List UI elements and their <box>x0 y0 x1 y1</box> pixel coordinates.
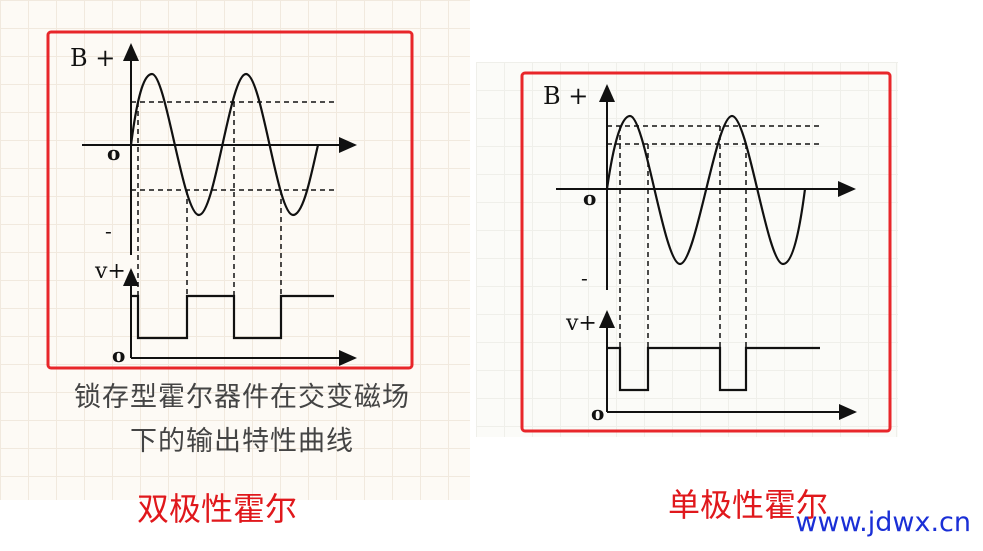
right-origin2-label: o <box>591 401 604 425</box>
right-minus-label: - <box>581 266 588 290</box>
left-grid-background <box>0 0 470 500</box>
left-origin-label: o <box>107 141 120 165</box>
right-output-waveform <box>607 346 820 392</box>
left-origin2-label: o <box>112 343 125 367</box>
right-grid-background <box>476 62 898 437</box>
left-sine-wave <box>129 72 320 217</box>
watermark-link[interactable]: www.jdwx.cn <box>795 507 971 538</box>
left-panel-frame <box>46 30 414 370</box>
caption-line-2: 下的输出特性曲线 <box>130 426 354 457</box>
left-minus-label: - <box>105 219 112 243</box>
right-origin-label: o <box>583 186 596 210</box>
left-output-waveform <box>131 294 334 340</box>
left-caption: 锁存型霍尔器件在交变磁场 下的输出特性曲线 <box>32 376 452 464</box>
unipolar-hall-title: 单极性霍尔 <box>668 486 829 524</box>
right-panel-frame <box>520 71 892 433</box>
right-b-label: B + <box>543 82 588 110</box>
right-v-label: v+ <box>565 311 597 336</box>
right-sine-wave <box>605 114 807 266</box>
bipolar-hall-title: 双极性霍尔 <box>137 490 298 528</box>
caption-line-1: 锁存型霍尔器件在交变磁场 <box>74 382 410 413</box>
left-v-label: v+ <box>94 259 126 284</box>
left-b-label: B + <box>70 44 115 72</box>
